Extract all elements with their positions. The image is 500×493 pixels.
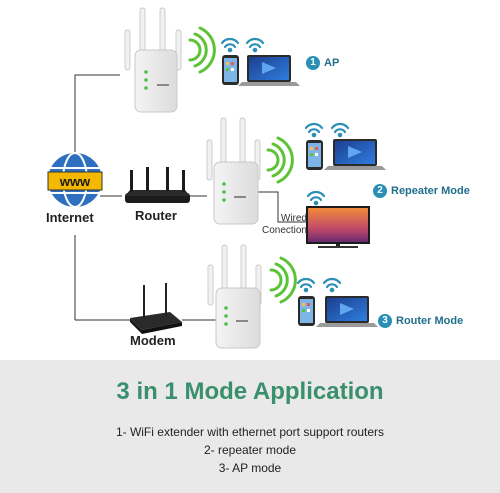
- wifi-icon: [188, 26, 216, 74]
- laptop-icon: [316, 296, 378, 327]
- mode-name: Repeater Mode: [391, 185, 470, 197]
- feature-item: 1- WiFi extender with ethernet port supp…: [115, 425, 385, 439]
- banner-title: 3 in 1 Mode Application: [116, 378, 384, 405]
- mode-router-label: 3 Router Mode: [378, 314, 463, 328]
- mode-number-badge: 3: [378, 314, 392, 328]
- router-icon: [125, 167, 190, 203]
- modem-icon: [130, 283, 182, 334]
- wifi-icon: [245, 37, 265, 53]
- mode-name: AP: [324, 57, 340, 69]
- phone-icon: [298, 296, 315, 326]
- wired-connection-label: Wired Conection: [255, 213, 307, 237]
- www-text: www: [59, 174, 91, 189]
- connection-lines: [74, 74, 306, 321]
- feature-item: 3- AP mode: [218, 461, 282, 475]
- feature-banner: 3 in 1 Mode Application 1- WiFi extender…: [0, 360, 500, 493]
- wifi-icon: [322, 277, 342, 293]
- network-diagram: www: [47, 7, 386, 349]
- wifi-icon: [306, 190, 326, 206]
- wifi-icon: [330, 122, 350, 138]
- wifi-icon: [220, 37, 240, 53]
- mode-name: Router Mode: [396, 315, 464, 327]
- internet-label: Internet: [46, 210, 94, 225]
- wifi-icon: [266, 136, 294, 184]
- extender-icon: [206, 117, 261, 225]
- extender-icon: [207, 244, 262, 349]
- modem-label: Modem: [130, 333, 176, 348]
- wifi-icon: [296, 277, 316, 293]
- tv-icon: [306, 206, 370, 248]
- phone-icon: [306, 140, 323, 170]
- laptop-icon: [324, 139, 386, 170]
- phone-icon: [222, 55, 239, 85]
- wifi-icon: [304, 122, 324, 138]
- mode-repeater-label: 2 Repeater Mode: [373, 184, 470, 198]
- extender-icon: [124, 7, 182, 113]
- laptop-icon: [238, 55, 300, 86]
- mode-number-badge: 2: [373, 184, 387, 198]
- mode-ap-label: 1 AP: [306, 56, 339, 70]
- router-label: Router: [135, 208, 177, 223]
- globe-icon: www: [47, 152, 103, 208]
- wifi-icon: [269, 256, 297, 304]
- wired-label-line2: Conection: [261, 225, 307, 236]
- mode-number-badge: 1: [306, 56, 320, 70]
- wired-label-line1: Wired: [280, 213, 307, 224]
- feature-item: 2- repeater mode: [203, 443, 297, 457]
